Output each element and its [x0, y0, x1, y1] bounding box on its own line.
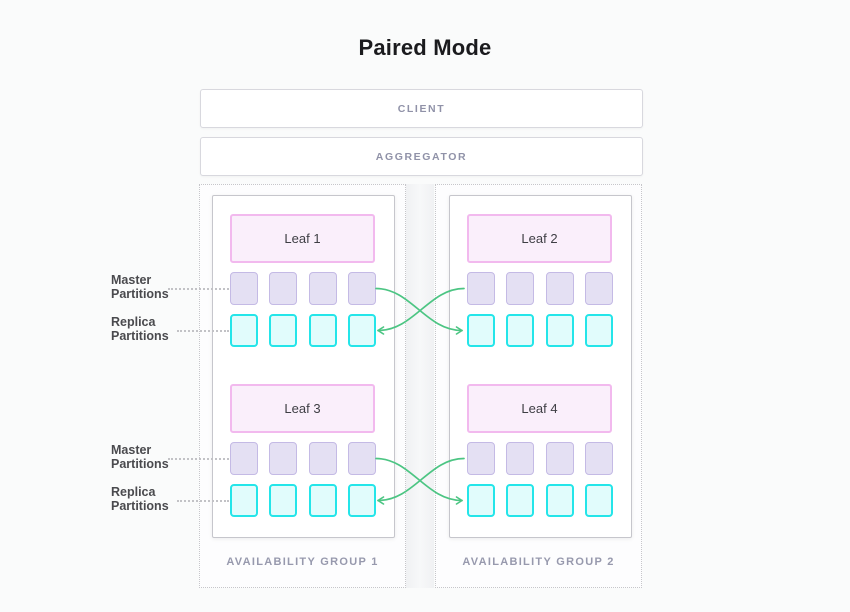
replica-partition-square: [467, 484, 495, 517]
replica-partition-square: [506, 314, 535, 347]
master-partition-square: [308, 272, 337, 305]
replica-partition-square: [308, 314, 337, 347]
master-partition-square: [230, 272, 258, 305]
master-partition-square: [230, 442, 258, 475]
page-title: Paired Mode: [358, 35, 492, 60]
master-partition-square: [269, 272, 298, 305]
replica-partitions-label-bottom: Replica Partitions: [111, 485, 169, 513]
leaf-2-box: Leaf 2: [467, 214, 612, 263]
replica-partition-square: [347, 484, 376, 517]
dotted-connector-master-bottom: [168, 458, 229, 460]
replica-partition-square: [230, 484, 258, 517]
master-partition-square: [467, 442, 495, 475]
leaf-2-label: Leaf 2: [521, 231, 558, 246]
leaf-1-replica-partitions-row: [230, 314, 376, 347]
leaf-1-box: Leaf 1: [230, 214, 375, 263]
leaf-2-replica-partitions-row: [467, 314, 613, 347]
leaf-3-master-partitions-row: [230, 442, 376, 475]
availability-group-2-caption: AVAILABILITY GROUP 2: [462, 556, 615, 568]
replica-partition-square: [230, 314, 258, 347]
leaf-3-label: Leaf 3: [284, 401, 321, 416]
master-partition-square: [506, 442, 535, 475]
master-partition-square: [269, 442, 298, 475]
master-partition-square: [467, 272, 495, 305]
master-partition-square: [347, 442, 376, 475]
replica-partitions-label-top: Replica Partitions: [111, 315, 169, 343]
leaf-4-replica-partitions-row: [467, 484, 613, 517]
replica-partition-square: [584, 314, 613, 347]
availability-group-1: Leaf 1 Leaf 3 AVAILABILITY GROUP 1: [199, 184, 406, 588]
client-box: CLIENT: [200, 89, 643, 128]
leaf-host-group-2: Leaf 2 Leaf 4: [449, 195, 632, 538]
replica-partition-square: [308, 484, 337, 517]
master-partition-square: [347, 272, 376, 305]
master-partition-square: [584, 272, 613, 305]
client-label: CLIENT: [397, 102, 446, 115]
group-gap-shading: [406, 184, 434, 588]
leaf-4-master-partitions-row: [467, 442, 613, 475]
master-partition-square: [584, 442, 613, 475]
aggregator-box: AGGREGATOR: [200, 137, 643, 176]
replica-partition-square: [584, 484, 613, 517]
availability-group-2: Leaf 2 Leaf 4 AVAILABILITY GROUP 2: [435, 184, 642, 588]
master-partitions-label-top: Master Partitions: [111, 273, 169, 301]
master-partition-square: [545, 442, 574, 475]
master-partition-square: [506, 272, 535, 305]
master-partitions-label-bottom: Master Partitions: [111, 443, 169, 471]
dotted-connector-replica-bottom: [177, 500, 229, 502]
replica-partition-square: [269, 484, 298, 517]
leaf-1-label: Leaf 1: [284, 231, 321, 246]
leaf-host-group-1: Leaf 1 Leaf 3: [212, 195, 395, 538]
master-partition-square: [308, 442, 337, 475]
availability-group-1-caption: AVAILABILITY GROUP 1: [226, 556, 379, 568]
master-partition-square: [545, 272, 574, 305]
leaf-4-label: Leaf 4: [521, 401, 558, 416]
aggregator-label: AGGREGATOR: [375, 150, 468, 163]
replica-partition-square: [347, 314, 376, 347]
replica-partition-square: [545, 314, 574, 347]
leaf-3-box: Leaf 3: [230, 384, 375, 433]
replica-partition-square: [506, 484, 535, 517]
replica-partition-square: [545, 484, 574, 517]
leaf-3-replica-partitions-row: [230, 484, 376, 517]
dotted-connector-master-top: [168, 288, 229, 290]
leaf-4-box: Leaf 4: [467, 384, 612, 433]
replica-partition-square: [467, 314, 495, 347]
leaf-1-master-partitions-row: [230, 272, 376, 305]
dotted-connector-replica-top: [177, 330, 229, 332]
replica-partition-square: [269, 314, 298, 347]
leaf-2-master-partitions-row: [467, 272, 613, 305]
